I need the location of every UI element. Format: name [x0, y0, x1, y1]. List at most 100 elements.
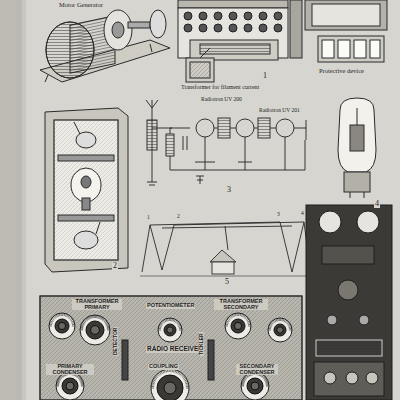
dial-tick — [174, 370, 176, 373]
dial-tick — [98, 316, 100, 319]
dial-tick — [61, 313, 62, 316]
dial-tick — [246, 318, 248, 320]
dial-tick — [237, 313, 238, 316]
dial-tick — [53, 316, 55, 318]
dial-tick — [268, 330, 271, 331]
dial-tick — [172, 369, 173, 372]
dial-tick — [152, 381, 155, 382]
part-label: POTENTIOMETER — [146, 303, 195, 309]
dial-tick — [107, 327, 110, 329]
callout-number: 4 — [374, 200, 380, 208]
dial-tick — [59, 378, 61, 380]
dial-tick — [79, 378, 81, 380]
detector-switch — [122, 340, 128, 380]
dial-tick — [72, 324, 75, 325]
dial-tick — [51, 319, 54, 321]
dial-tick — [49, 322, 52, 324]
dial-tick — [273, 320, 275, 322]
transmitter-cabinet — [45, 108, 128, 272]
protective-device — [305, 0, 387, 62]
dial-tick — [90, 316, 92, 319]
dial-tick — [227, 319, 230, 321]
dial-tick — [160, 324, 163, 326]
motor-generator — [40, 10, 170, 82]
dial-tick — [81, 323, 84, 324]
dial-tick — [160, 372, 162, 375]
dial-tick — [185, 381, 188, 382]
dial-tick — [64, 313, 66, 316]
dial-tick — [165, 369, 167, 372]
dial-tick — [241, 386, 244, 387]
dial-tick — [241, 384, 244, 385]
dial-tick — [280, 318, 281, 321]
dial-tick — [225, 326, 228, 327]
dial-tick — [94, 315, 95, 318]
dial-knob — [86, 321, 104, 339]
panel-knob — [214, 24, 222, 32]
panel-knob — [244, 12, 252, 20]
dial-knob — [164, 324, 176, 336]
dial-tick — [154, 378, 157, 380]
dial-tick — [262, 375, 264, 377]
dial-tick — [81, 382, 84, 384]
dial-scale — [151, 369, 189, 400]
panel-knob — [184, 24, 192, 32]
dial-tick — [287, 322, 289, 324]
dial-tick — [238, 313, 239, 316]
dial-tick — [263, 376, 265, 378]
dial-tick — [59, 377, 61, 379]
dial-tick — [174, 319, 175, 322]
panel-knob — [229, 24, 237, 32]
dial-knob-cap — [167, 327, 173, 333]
dial-tick — [104, 320, 106, 322]
dial-tick — [281, 318, 283, 321]
dial-tick — [266, 386, 269, 387]
dial-tick — [56, 384, 59, 385]
dial-knob-cap — [277, 327, 283, 333]
callout-number: 2 — [112, 262, 118, 270]
dial-tick — [242, 382, 245, 384]
dial-tick — [88, 317, 89, 320]
part-label: DETECTOR — [113, 327, 118, 356]
dial-tick — [159, 325, 162, 326]
dial-tick — [164, 370, 166, 373]
dial-tick — [81, 383, 84, 385]
dial-tick — [179, 326, 182, 328]
part-label: PRIMARY CONDENSER — [46, 364, 94, 375]
dial-tick — [80, 330, 83, 331]
dial-tick — [265, 381, 268, 382]
dial-scale — [49, 313, 75, 339]
dial-scale — [268, 318, 292, 342]
dial-tick — [67, 314, 68, 317]
dial-tick — [161, 322, 163, 324]
dial-tick — [70, 318, 72, 320]
dial-tick — [167, 318, 169, 321]
dial-tick — [263, 377, 265, 379]
receiver-schematic — [146, 100, 306, 185]
dial-tick — [240, 313, 242, 316]
dial-knob — [55, 319, 69, 333]
dial-tick — [78, 376, 80, 378]
dial-tick — [228, 318, 230, 320]
dial-tick — [245, 376, 247, 378]
dial-tick — [56, 386, 59, 387]
dial-tick — [72, 326, 75, 327]
part-label: Motor Generator — [58, 2, 104, 9]
dial-tick — [246, 375, 248, 377]
dial-tick — [180, 373, 182, 375]
dial-scale — [158, 318, 182, 342]
dial-tick — [242, 381, 245, 382]
dial-tick — [186, 384, 189, 386]
panel-knob — [199, 24, 207, 32]
dial-tick — [289, 328, 292, 329]
dial-tick — [289, 326, 292, 328]
dial-tick — [80, 327, 83, 329]
dial-tick — [81, 384, 84, 385]
dial-tick — [81, 386, 84, 387]
part-label: Protective device — [318, 68, 365, 75]
dial-tick — [178, 371, 179, 374]
dial-tick — [170, 318, 171, 321]
dial-tick — [105, 321, 107, 323]
dial-tick — [182, 375, 184, 377]
dial-tick — [57, 381, 60, 382]
